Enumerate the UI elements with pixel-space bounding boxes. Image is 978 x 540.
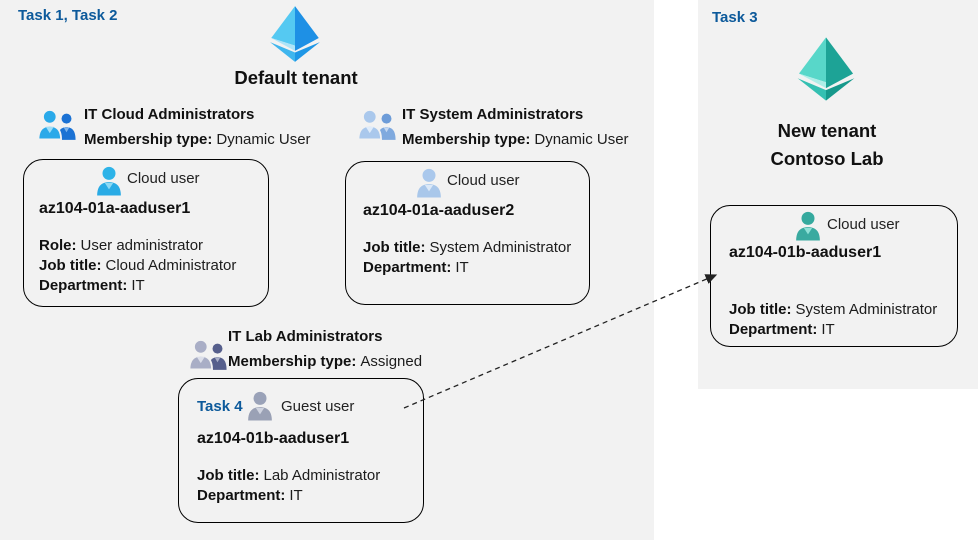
user-fields: Job title:Lab Administrator Department:I… [197,466,380,506]
user-type-label: Cloud user [827,216,900,233]
user-type-label: Cloud user [127,170,200,187]
user-field: Department:IT [39,277,145,294]
guest-user-card: Task 4 Guest user az104-01b-aaduser1 Job… [178,378,424,523]
username: az104-01b-aaduser1 [197,430,350,447]
group-name: IT Cloud Administrators [84,106,255,123]
group-people-icon [358,109,396,141]
user-fields: Role:User administrator Job title:Cloud … [39,236,236,296]
user-type-label: Guest user [281,398,355,415]
username: az104-01a-aaduser2 [363,202,515,219]
task-3-label: Task 3 [712,9,758,26]
task-4-label: Task 4 [197,398,243,415]
cloud-user-icon [417,168,441,198]
group-membership: Membership type:Dynamic User [84,130,311,150]
new-tenant-title-line1: New tenant [777,120,877,141]
new-tenant-title-line2: Contoso Lab [770,148,884,169]
user-field: Department:IT [729,321,835,338]
user-fields: Job title:System Administrator Departmen… [729,300,937,340]
default-tenant-panel [0,0,654,540]
user-field: Job title:Lab Administrator [197,467,381,484]
azure-ad-new-tenant-icon [797,37,855,101]
user-field: Role:User administrator [39,237,204,254]
membership-label: Membership type: [84,131,213,148]
user-fields: Job title:System Administrator Departmen… [363,238,571,278]
cloud-user-icon [97,166,121,196]
group-people-icon [189,339,227,371]
azure-ad-tenant-icon [270,6,320,62]
group-membership: Membership type:Dynamic User [402,130,629,150]
group-membership: Membership type:Assigned [228,352,422,372]
new-tenant-cloud-user-card: Cloud user az104-01b-aaduser1 Job title:… [710,205,958,347]
membership-value: Dynamic User [216,131,311,148]
group-name: IT Lab Administrators [228,328,383,345]
user-field: Department:IT [363,259,469,276]
user-field: Job title:Cloud Administrator [39,257,237,274]
guest-user-icon [248,391,272,421]
user-field: Department:IT [197,487,303,504]
default-tenant-title: Default tenant [234,67,358,88]
cloud-user-card-2: Cloud user az104-01a-aaduser2 Job title:… [345,161,590,305]
cloud-user-icon [796,211,820,241]
user-field: Job title:System Administrator [729,301,938,318]
username: az104-01a-aaduser1 [39,200,191,217]
user-type-label: Cloud user [447,172,520,189]
group-name: IT System Administrators [402,106,584,123]
membership-value: Dynamic User [534,131,629,148]
membership-label: Membership type: [402,131,531,148]
group-people-icon [38,109,76,141]
username: az104-01b-aaduser1 [729,244,882,261]
cloud-user-card-1: Cloud user az104-01a-aaduser1 Role:User … [23,159,269,307]
membership-value: Assigned [360,353,423,370]
task-1-2-label: Task 1, Task 2 [18,7,118,24]
membership-label: Membership type: [228,353,357,370]
user-field: Job title:System Administrator [363,239,572,256]
